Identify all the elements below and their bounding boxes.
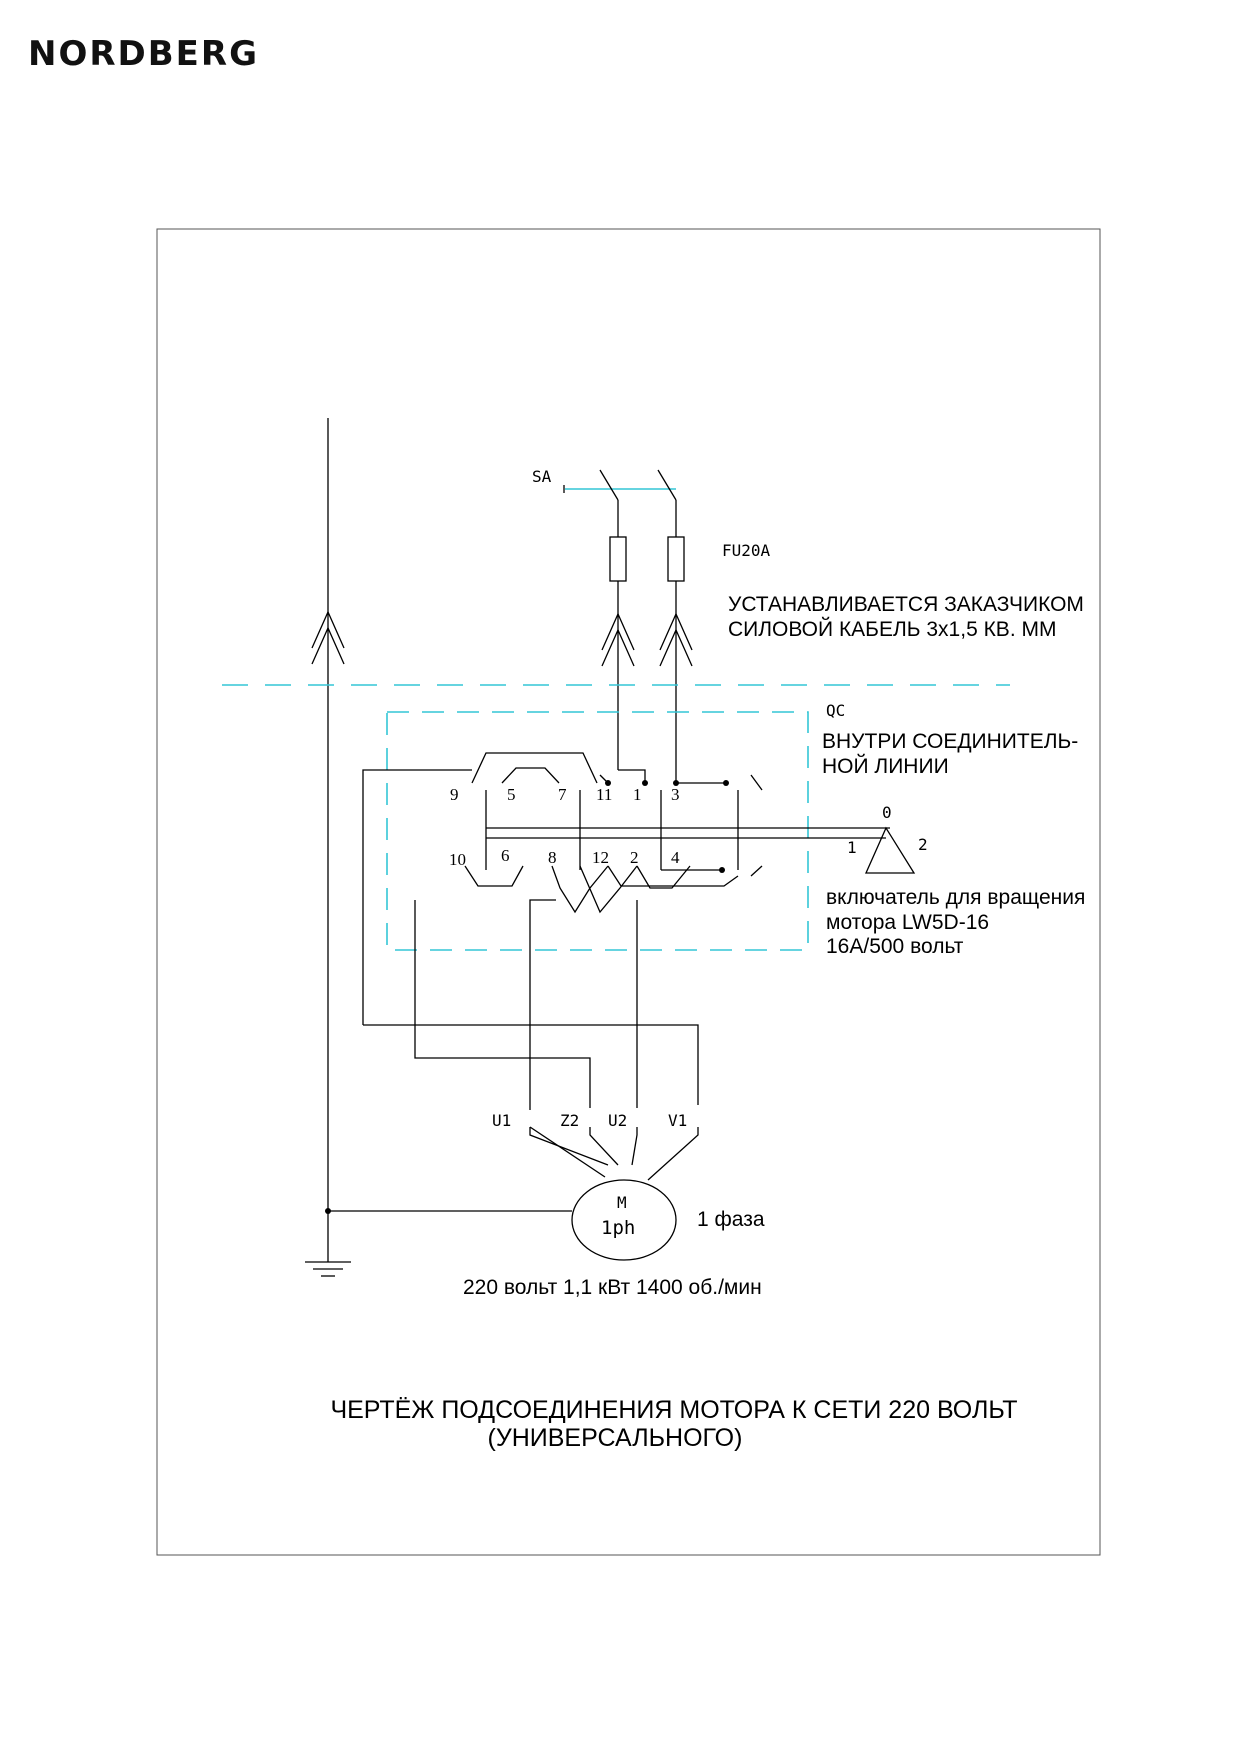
lead-u1: U1 [492,1111,511,1130]
nordberg-logo: NORDBERG [28,34,259,74]
lead-v1: V1 [668,1111,687,1130]
switch-pos-2: 2 [918,835,928,854]
inside-note-line1: ВНУТРИ СОЕДИНИТЕЛЬ- [822,730,1078,753]
terminal-7: 7 [558,785,567,804]
qc-label: QC [826,701,845,720]
customer-note-line1: УСТАНАВЛИВАЕТСЯ ЗАКАЗЧИКОМ [728,593,1084,616]
rotary-switch-contacts [362,752,916,1025]
drawing-title-line1: ЧЕРТЁЖ ПОДСОЕДИНЕНИЯ МОТОРА К СЕТИ 220 В… [330,1396,1017,1424]
switch-desc-line1: включатель для вращения [826,886,1085,909]
terminal-5: 5 [507,785,516,804]
terminal-3: 3 [671,785,680,804]
lead-z2: Z2 [560,1111,579,1130]
terminal-6: 6 [501,846,510,865]
supply-wire-l [618,769,646,783]
terminal-10: 10 [449,850,466,869]
switch-pos-1: 1 [847,838,857,857]
ground-line [311,418,572,1262]
switch-desc-line3: 16А/500 вольт [826,935,964,958]
customer-note-line2: СИЛОВОЙ КАБЕЛЬ 3х1,5 КВ. ММ [728,617,1056,641]
motor-1ph: 1ph [601,1217,635,1239]
fuse-label: FU20A [722,541,771,560]
motor-lead-labels: U1 Z2 U2 V1 [492,1111,687,1130]
switch-desc-line2: мотора LW5D-16 [826,911,989,934]
terminal-9: 9 [450,785,459,804]
terminal-1: 1 [633,785,642,804]
sa-label: SA [532,467,552,486]
terminal-4: 4 [671,848,680,867]
drawing-frame [156,228,1101,1556]
inside-note-line2: НОЙ ЛИНИИ [822,754,949,778]
sa-breaker: SA [532,467,677,501]
terminal-11: 11 [596,785,612,804]
drawing-title-line2: (УНИВЕРСАЛЬНОГО) [488,1424,743,1452]
qc-box [386,711,809,951]
switch-positions: 0 1 2 [847,803,928,857]
terminal-12: 12 [592,848,609,867]
motor-wiring [363,899,699,1181]
phase-label: 1 фаза [697,1208,765,1231]
terminal-labels-bottom: 10 6 8 12 2 4 [449,846,680,869]
ground-icon [305,1261,351,1277]
terminal-2: 2 [630,848,639,867]
fuses [601,500,693,783]
lead-u2: U2 [608,1111,627,1130]
motor-specs: 220 вольт 1,1 кВт 1400 об./мин [463,1276,762,1299]
terminal-8: 8 [548,848,557,867]
motor-icon: M 1ph [571,1179,677,1261]
switch-pos-0: 0 [882,803,892,822]
motor-m: M [617,1193,627,1212]
terminal-labels-top: 9 5 7 11 1 3 [450,785,680,804]
